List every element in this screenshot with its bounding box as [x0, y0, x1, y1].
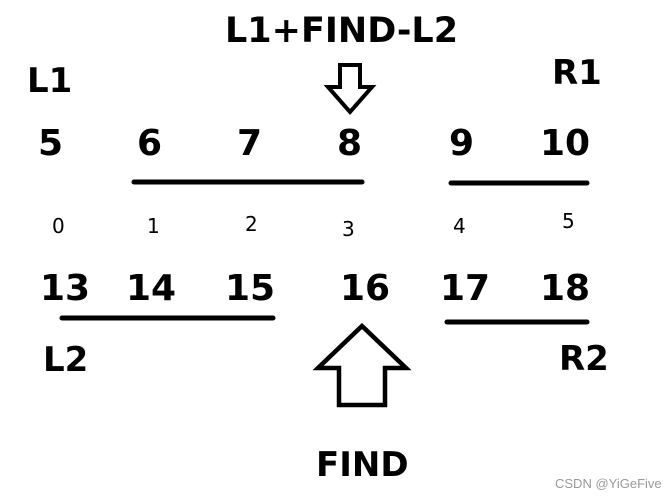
bottom-number: 18	[540, 268, 591, 309]
index-label: 3	[342, 217, 355, 241]
up-arrow-icon	[312, 322, 412, 408]
bottom-number: 13	[40, 268, 91, 309]
label-l2: L2	[43, 340, 89, 380]
top-number: 10	[540, 123, 591, 164]
index-label: 2	[245, 212, 258, 236]
label-r2: R2	[559, 339, 609, 379]
label-l1: L1	[27, 61, 73, 101]
bottom-number: 14	[126, 268, 177, 309]
index-label: 4	[453, 214, 466, 238]
watermark: CSDN @YiGeFive	[555, 476, 662, 491]
top-number: 5	[38, 123, 64, 164]
label-r1: R1	[552, 53, 602, 93]
bottom-number: 17	[440, 268, 491, 309]
bottom-number: 15	[225, 268, 276, 309]
index-label: 0	[52, 214, 65, 238]
bottom-number: 16	[340, 268, 391, 309]
index-label: 5	[562, 209, 575, 233]
index-label: 1	[147, 214, 160, 238]
label-find: FIND	[316, 445, 409, 485]
down-arrow-icon	[323, 63, 377, 116]
top-number: 8	[337, 123, 363, 164]
top-number: 7	[237, 123, 263, 164]
diagram-title: L1+FIND-L2	[225, 11, 459, 51]
top-number: 9	[449, 123, 475, 164]
top-number: 6	[137, 123, 163, 164]
